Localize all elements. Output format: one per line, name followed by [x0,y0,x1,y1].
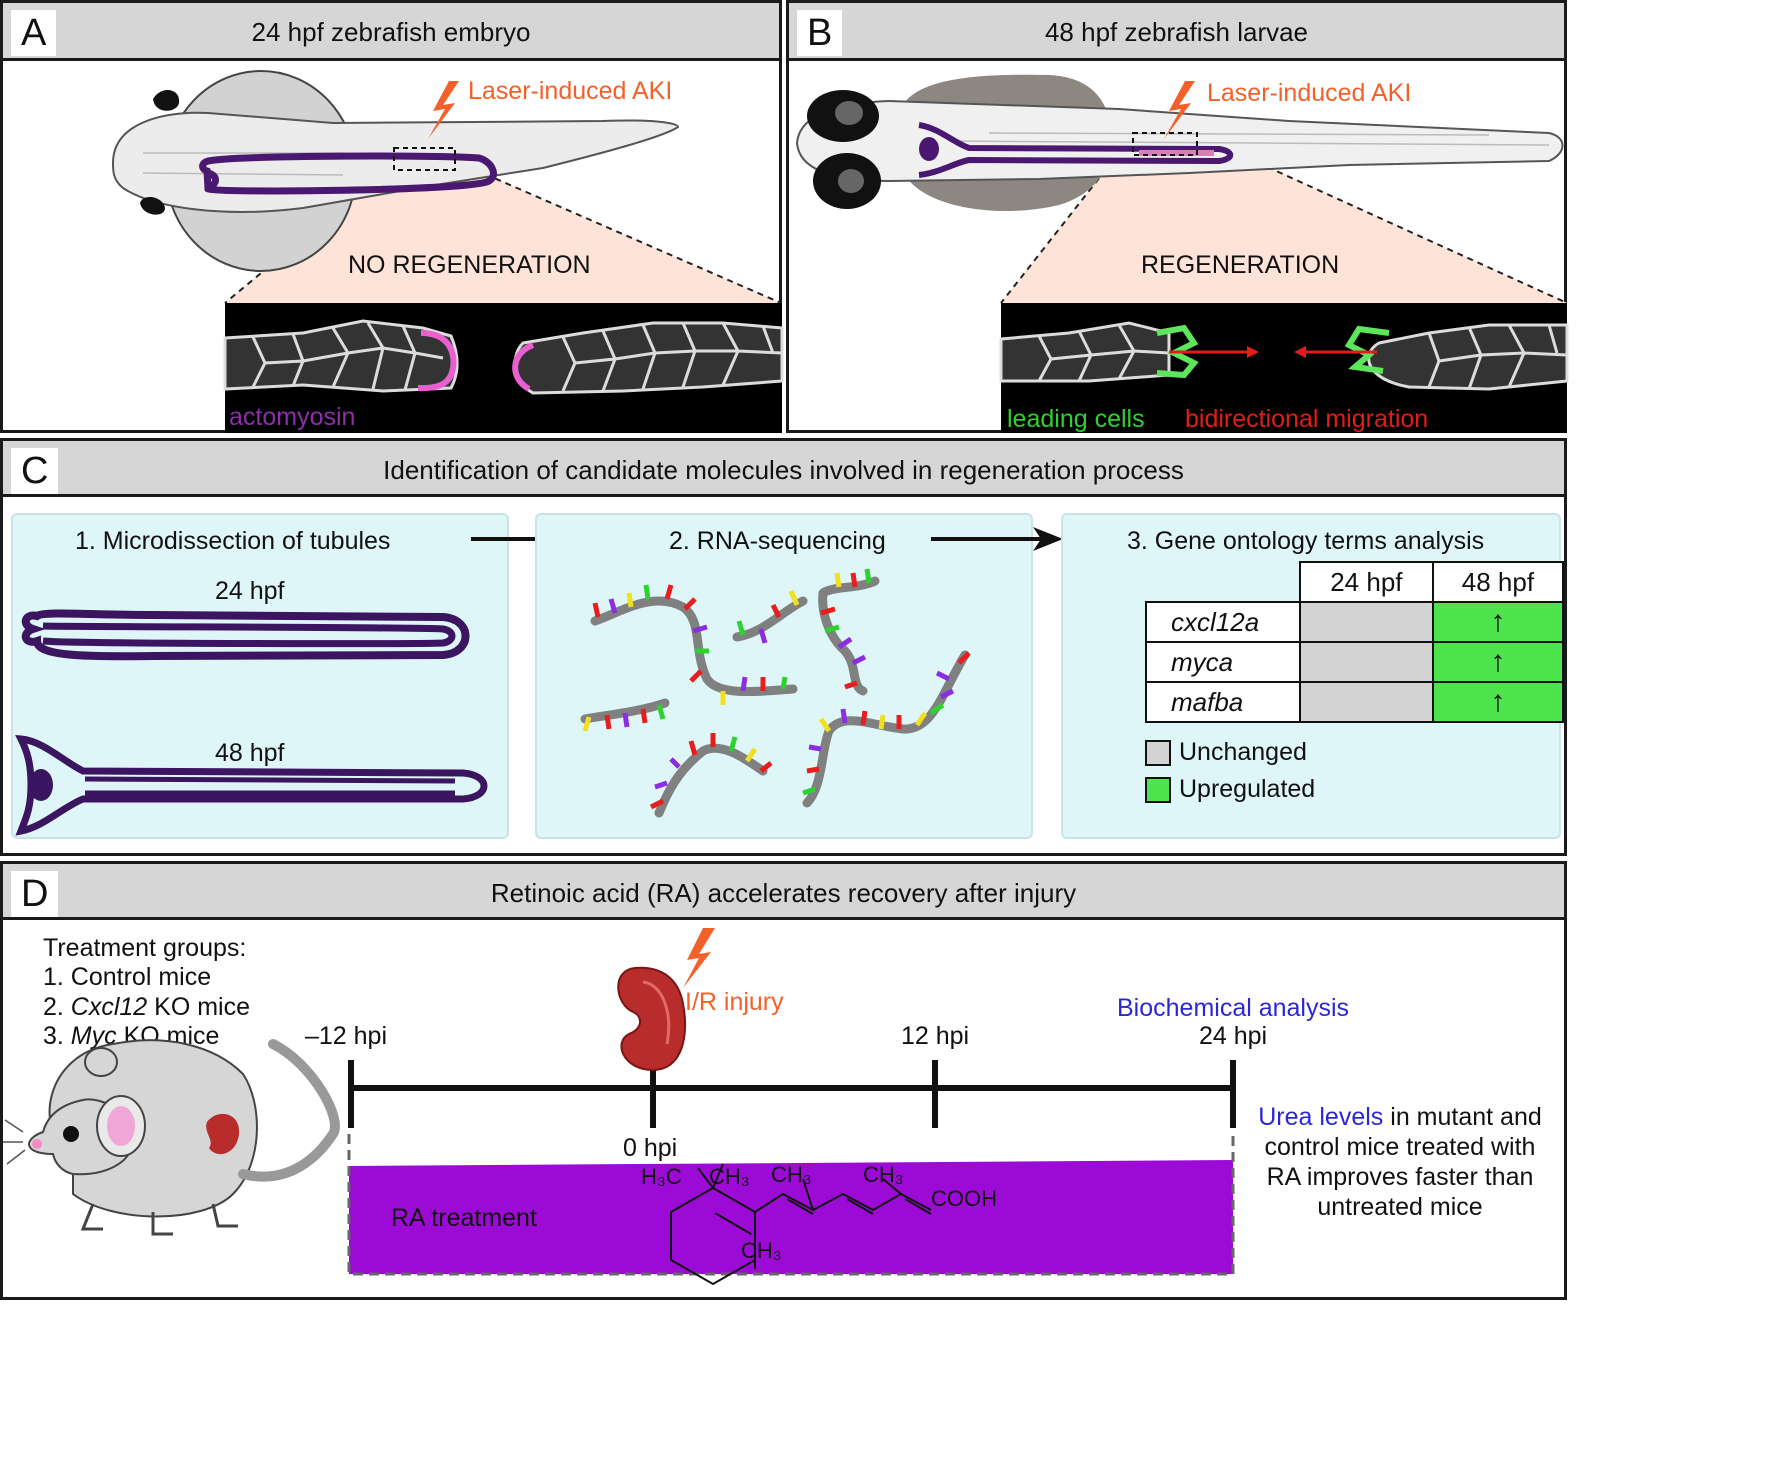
injury-site-box [393,147,456,171]
lightning-icon [428,81,459,139]
tubule-24hpf [21,609,470,661]
eye-upper [153,89,180,111]
injury-site-box [1132,132,1198,156]
legend-swatch-unchanged [1145,740,1171,766]
cell-unchanged [1298,641,1434,683]
mol-ch3-a: CH₃ [709,1164,750,1189]
retinoic-acid-structure [670,1163,932,1286]
biochemical-analysis-label: Biochemical analysis [1117,994,1350,1022]
pronephros-tubule [199,152,497,195]
table-row: cxcl12a ↑ [1145,601,1565,643]
migration-label: bidirectional migration [1185,405,1429,433]
panel-c: C Identification of candidate molecules … [0,438,1567,856]
pronephros-tubule [918,122,1234,178]
ir-injury-label: I/R injury [685,988,784,1016]
panel-c-label: C [11,448,59,494]
panel-a-title: 24 hpf zebrafish embryo [251,17,531,47]
mol-h3c: H₃C [641,1164,682,1189]
timepoint-12: 12 hpi [901,1022,970,1050]
tubule-cells-left [223,319,459,393]
panel-a-label: A [11,10,57,56]
step-1-title: 1. Microdissection of tubules [75,527,391,555]
col-header-48hpf: 48 hpf [1431,561,1565,603]
outcome-label-b: REGENERATION [1141,251,1340,279]
injury-label-b: Laser-induced AKI [1207,79,1412,107]
timepoint-0: 0 hpi [623,1134,678,1162]
mol-cooh: COOH [931,1186,997,1211]
lightning-icon [1164,81,1195,139]
table-row: mafba ↑ [1145,681,1565,723]
gene-ontology-table: 24 hpf 48 hpf cxcl12a ↑ myca ↑ mafba ↑ [1145,561,1565,723]
mol-ch3-b: CH₃ [771,1162,812,1187]
tubule-label-48: 48 hpf [215,739,285,767]
mouse-illustration [3,1039,340,1236]
tubule-drawings [15,527,613,836]
kidney-icon [617,966,687,1072]
timepoint-m12: –12 hpi [305,1022,388,1050]
panel-b-label: B [797,10,843,56]
conclusion-text: Urea levels in mutant and control mice t… [1258,1103,1542,1221]
table-row: myca ↑ [1145,641,1565,683]
panel-b-title: 48 hpf zebrafish larvae [1044,17,1309,47]
embryo-body [111,111,680,213]
zoom-wedge [1001,135,1567,303]
step-3-title: 3. Gene ontology terms analysis [1127,527,1485,555]
ra-treatment-bar [349,1160,1233,1274]
panel-b: B 48 hpf zebrafish larvae [786,0,1569,433]
step-2-title: 2. RNA-sequencing [669,527,886,555]
table-header-row: 24 hpf 48 hpf [1146,561,1565,603]
legend-upregulated: Upregulated [1179,775,1316,803]
col-header-24hpf: 24 hpf [1298,561,1434,603]
urea-highlight: Urea levels [1258,1103,1384,1131]
stain-label: actomyosin [229,403,356,431]
up-arrow-icon: ↑ [1431,641,1565,683]
panel-d-header: D Retinoic acid (RA) accelerates recover… [3,864,1564,920]
up-arrow-icon: ↑ [1431,681,1565,723]
cell-unchanged [1298,601,1434,643]
leading-cells-label: leading cells [1007,405,1145,433]
panel-d-title: Retinoic acid (RA) accelerates recovery … [490,878,1077,908]
gene-name: myca [1145,641,1301,683]
gene-name: mafba [1145,681,1301,723]
embryo-illustration [111,70,784,433]
ra-treatment-label: RA treatment [391,1204,537,1232]
timeline-diagram [3,928,1236,1286]
panel-d: D Retinoic acid (RA) accelerates recover… [0,861,1567,1300]
legend-swatch-upregulated [1145,777,1171,803]
treatment-group-2: 2. Cxcl12 KO mice [43,993,251,1021]
up-arrow-icon: ↑ [1431,601,1565,643]
larva-illustration [795,74,1569,433]
step-1-box [11,513,509,839]
panel-c-header: C Identification of candidate molecules … [3,441,1564,497]
mol-ch3-c: CH₃ [863,1162,904,1187]
treatment-groups-title: Treatment groups: [43,934,247,962]
lightning-icon [683,928,715,988]
tubule-label-24: 24 hpf [215,577,285,605]
timepoint-24: 24 hpi [1199,1022,1268,1050]
tubule-cells-left [999,321,1171,383]
leading-cell-right [1344,325,1390,374]
legend-unchanged: Unchanged [1179,738,1307,766]
panel-a-header: A 24 hpf zebrafish embryo [3,3,779,61]
panel-d-label: D [11,871,59,917]
eye-lower [140,196,165,215]
panel-c-title: Identification of candidate molecules in… [383,455,1184,485]
panel-b-header: B 48 hpf zebrafish larvae [789,3,1564,61]
gene-name: cxcl12a [1145,601,1301,643]
treatment-group-3: 3. Myc KO mice [43,1022,220,1050]
step-2-box [535,513,1033,839]
outcome-label-a: NO REGENERATION [348,251,591,279]
panel-a: A 24 hpf zebrafish embryo [0,0,784,433]
injury-label-a: Laser-induced AKI [468,77,673,105]
tubule-48hpf [15,734,488,836]
cell-unchanged [1298,681,1434,723]
mol-ch3-d: CH₃ [741,1238,782,1263]
treatment-group-1: 1. Control mice [43,963,212,991]
